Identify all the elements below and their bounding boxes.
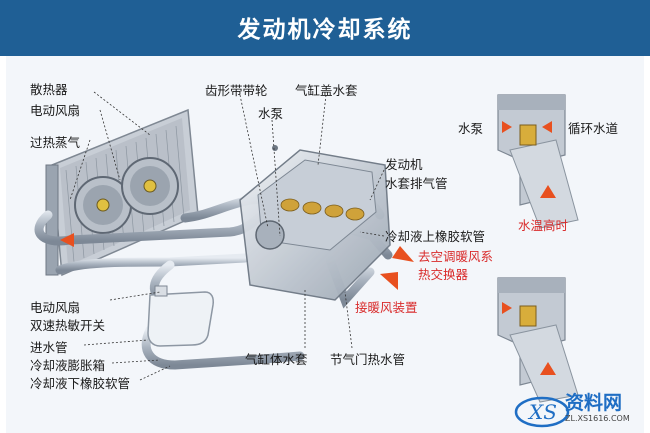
label-overheat-steam: 过热蒸气 xyxy=(30,135,81,150)
label-head-jacket: 气缸盖水套 xyxy=(295,83,358,98)
electric-fan-left xyxy=(74,176,132,234)
thermostat-detail-top xyxy=(497,94,579,229)
label-heater-device: 接暖风装置 xyxy=(355,300,418,315)
thermostat-detail-bottom xyxy=(497,277,579,403)
leader-lines xyxy=(69,91,385,381)
label-fan-switch-1: 电动风扇 xyxy=(30,300,81,315)
label-engine-jacket-2: 水套排气管 xyxy=(385,176,448,191)
title-bar: 发动机冷却系统 xyxy=(0,0,650,56)
electric-fan-right xyxy=(121,157,179,215)
label-inlet-pipe: 进水管 xyxy=(30,340,68,355)
label-fan-switch-2: 双速热敏开关 xyxy=(30,318,106,333)
label-block-jacket: 气缸体水套 xyxy=(245,352,308,367)
engine-block xyxy=(239,145,391,301)
label-electric-fan: 电动风扇 xyxy=(30,103,81,118)
diagram-title: 发动机冷却系统 xyxy=(237,17,413,43)
label-lower-hose: 冷却液下橡胶软管 xyxy=(30,376,131,391)
label-circulation: 循环水道 xyxy=(568,121,619,136)
watermark-brand: 资料网 xyxy=(565,392,623,414)
label-water-pump: 水泵 xyxy=(258,106,284,121)
label-high-temp: 水温高时 xyxy=(518,218,569,233)
watermark-logo-icon: XS xyxy=(514,396,570,428)
watermark-url: ZL.XS1616.COM xyxy=(565,414,630,423)
label-ac-heater-2: 热交换器 xyxy=(418,267,469,282)
label-expansion-tank: 冷却液膨胀箱 xyxy=(30,358,106,373)
label-engine-jacket-1: 发动机 xyxy=(385,157,423,172)
label-ac-heater-1: 去空调暖风系 xyxy=(418,249,494,264)
svg-text:XS: XS xyxy=(527,400,557,424)
label-radiator: 散热器 xyxy=(30,82,68,97)
label-upper-hose: 冷却液上橡胶软管 xyxy=(385,229,486,244)
expansion-tank xyxy=(147,285,214,347)
label-throttle-pipe: 节气门热水管 xyxy=(330,352,406,367)
flow-arrows xyxy=(60,233,414,290)
label-detail-pump: 水泵 xyxy=(458,121,484,136)
label-timing-pulley: 齿形带带轮 xyxy=(205,83,268,98)
